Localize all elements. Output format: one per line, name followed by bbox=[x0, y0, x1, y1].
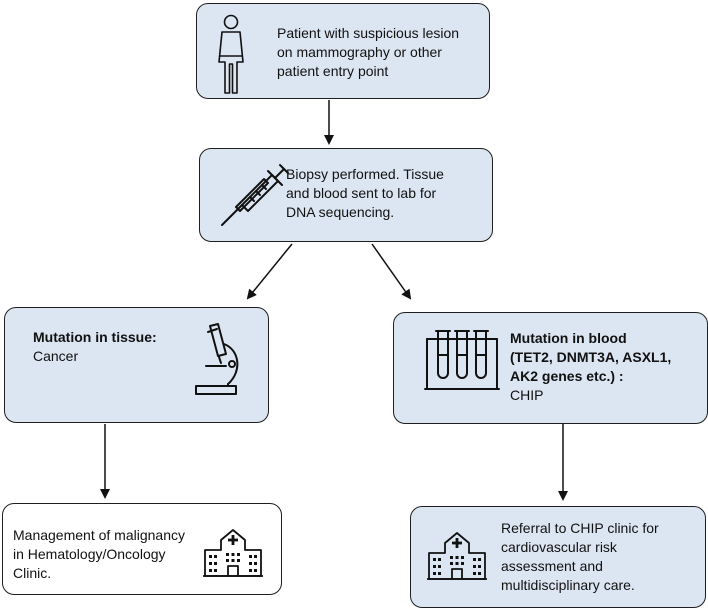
biopsy-text-line-3: DNA sequencing. bbox=[286, 204, 395, 220]
arrow-biopsy-to-tissue bbox=[246, 243, 293, 300]
patient-text-line-1: Patient with suspicious lesion bbox=[277, 25, 460, 41]
biopsy-text-line-2: and blood sent to lab for bbox=[286, 185, 437, 201]
syringe-icon bbox=[221, 164, 289, 226]
referral-text-line-2: cardiovascular risk bbox=[501, 539, 617, 555]
referral-text-line-1: Referral to CHIP clinic for bbox=[501, 520, 659, 536]
blood-title-line-2: (TET2, DNMT3A, ASXL1, bbox=[510, 349, 672, 365]
referral-node: Referral to CHIP clinic for cardiovascul… bbox=[410, 506, 706, 608]
management-text-line-1: Management of malignancy bbox=[13, 527, 185, 543]
hospital-icon bbox=[203, 529, 263, 577]
referral-text-line-3: assessment and bbox=[501, 558, 603, 574]
person-icon bbox=[218, 14, 244, 94]
management-text-line-2: in Hematology/Oncology bbox=[13, 546, 166, 562]
biopsy-node: Biopsy performed. Tissue and blood sent … bbox=[199, 148, 493, 242]
management-text-line-3: Clinic. bbox=[13, 565, 52, 581]
blood-title-line-1: Mutation in blood bbox=[510, 330, 627, 346]
arrow-biopsy-to-blood bbox=[371, 243, 412, 300]
biopsy-text-line-1: Biopsy performed. Tissue bbox=[286, 166, 444, 182]
test-tubes-icon bbox=[424, 330, 500, 390]
referral-text-line-4: multidisciplinary care. bbox=[501, 577, 635, 593]
tissue-body: Cancer bbox=[33, 348, 79, 364]
mutation-tissue-node: Mutation in tissue: Cancer bbox=[4, 307, 269, 423]
patient-text-line-2: on mammography or other bbox=[277, 44, 442, 60]
patient-entry-node: Patient with suspicious lesion on mammog… bbox=[196, 3, 490, 99]
blood-title-line-3: AK2 genes etc.) : bbox=[510, 368, 624, 384]
mutation-blood-node: Mutation in blood (TET2, DNMT3A, ASXL1, … bbox=[393, 312, 708, 424]
hospital-icon bbox=[427, 532, 487, 580]
patient-text-line-3: patient entry point bbox=[277, 63, 389, 79]
microscope-icon bbox=[195, 323, 239, 395]
management-node: Management of malignancy in Hematology/O… bbox=[2, 503, 282, 595]
tissue-title: Mutation in tissue: bbox=[33, 329, 157, 345]
blood-body: CHIP bbox=[510, 387, 544, 403]
